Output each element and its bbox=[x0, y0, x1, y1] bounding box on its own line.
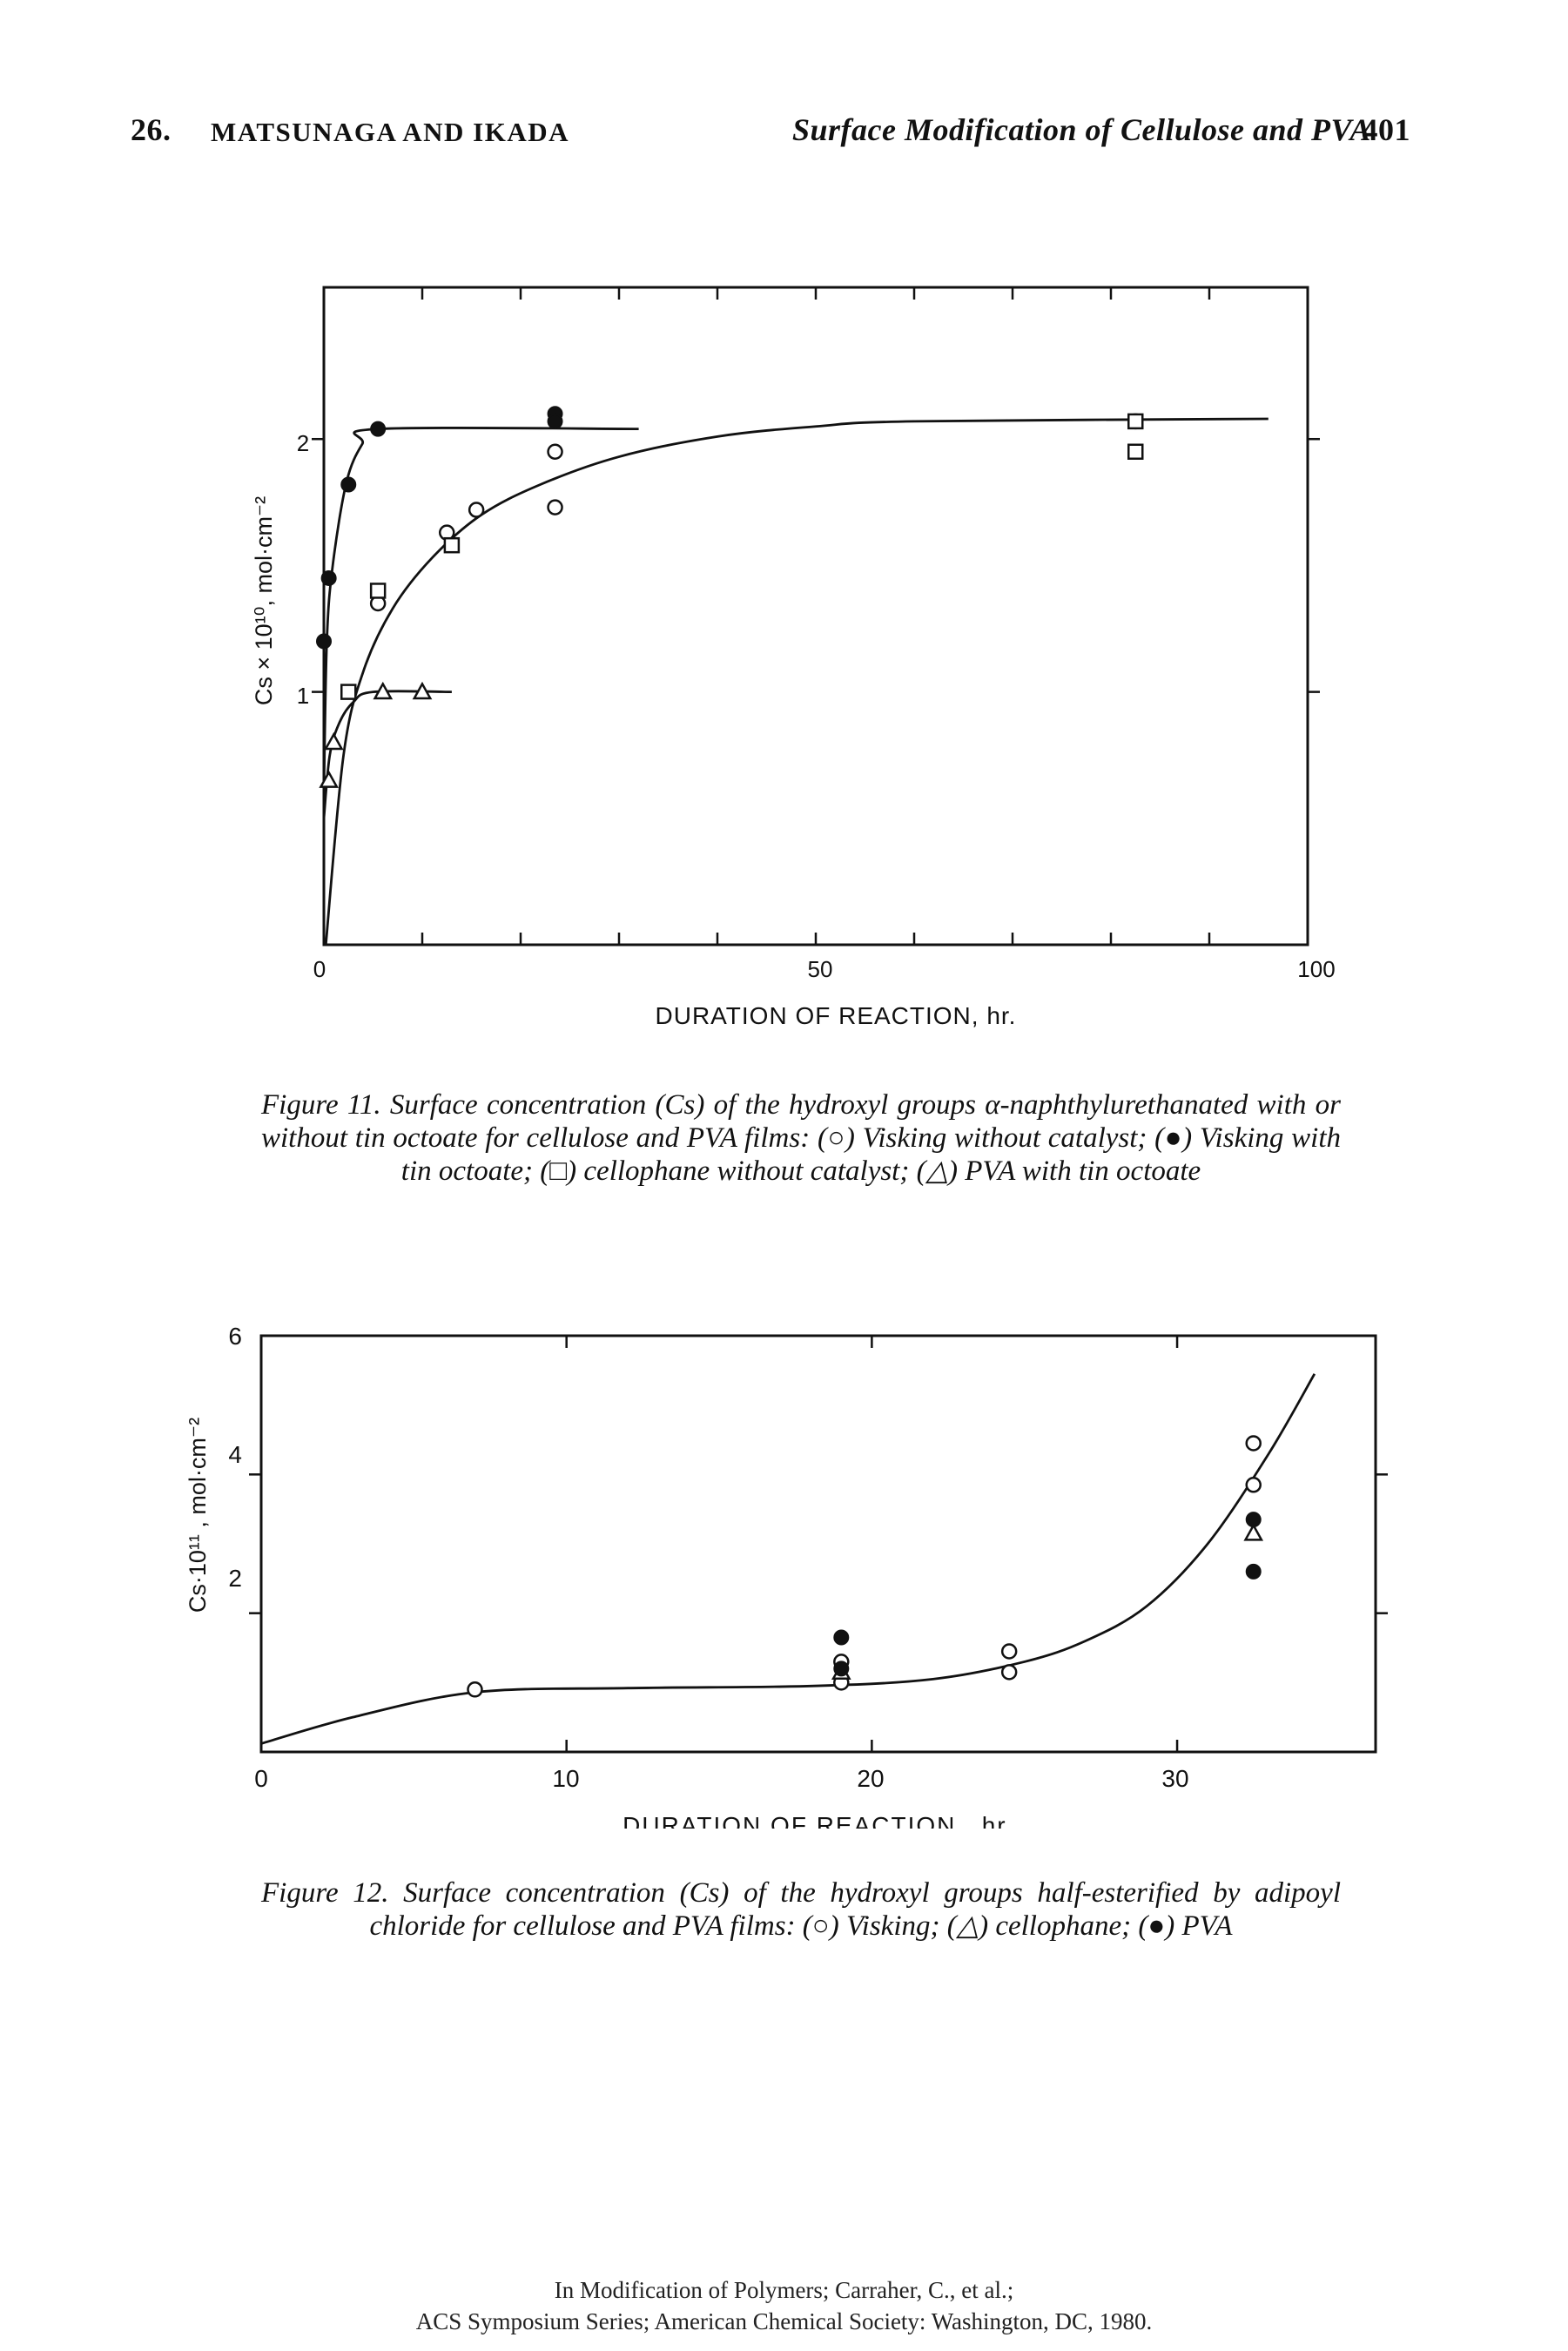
point-series-0-0 bbox=[467, 1681, 483, 1698]
chapter-number: 26. bbox=[131, 112, 172, 147]
plot-frame bbox=[259, 1334, 1377, 1754]
point-series-2-0 bbox=[340, 684, 357, 700]
y-tick-label-4: 4 bbox=[228, 1441, 242, 1468]
point-series-0-6 bbox=[1245, 1477, 1262, 1493]
point-series-0-4 bbox=[547, 499, 563, 515]
point-series-1-0 bbox=[316, 633, 332, 650]
y-tick-label-2: 2 bbox=[297, 430, 309, 456]
fitted-curves bbox=[260, 1373, 1316, 1745]
point-series-0-2 bbox=[468, 502, 485, 518]
point-series-1-1 bbox=[1243, 1523, 1264, 1541]
figure-12-chart: 0 10 20 30 2 4 6 DURATION OF REACTION , … bbox=[185, 1323, 1388, 1829]
x-tick-label-30: 30 bbox=[1161, 1765, 1188, 1792]
y-tick-label-6: 6 bbox=[228, 1323, 242, 1350]
x-axis-label: DURATION OF REACTION , hr. bbox=[622, 1812, 1014, 1829]
point-series-1-1 bbox=[320, 569, 337, 586]
x-tick-label-100: 100 bbox=[1297, 956, 1335, 982]
point-series-2-3 bbox=[1127, 413, 1144, 430]
figure-11-caption: Figure 11. Surface concentration (Cs) of… bbox=[261, 1089, 1341, 1187]
x-tick-label-0: 0 bbox=[313, 956, 326, 982]
point-series-3-2 bbox=[373, 681, 394, 700]
x-tick-label-50: 50 bbox=[808, 956, 833, 982]
citation-line-1: In Modification of Polymers; Carraher, C… bbox=[554, 2277, 1014, 2303]
point-series-1-3 bbox=[370, 421, 387, 437]
citation-line-2: ACS Symposium Series; American Chemical … bbox=[415, 2308, 1153, 2334]
point-series-2-1 bbox=[369, 583, 387, 599]
fitted-curves bbox=[322, 417, 1269, 946]
y-tick-label-2: 2 bbox=[228, 1565, 242, 1592]
point-series-2-2 bbox=[1245, 1512, 1262, 1528]
point-series-2-3 bbox=[1245, 1563, 1262, 1580]
page-number: 401 bbox=[1362, 112, 1410, 147]
citation-footer: In Modification of Polymers; Carraher, C… bbox=[0, 2274, 1568, 2337]
running-head: 26. MATSUNAGA AND IKADA Surface Modifica… bbox=[131, 111, 1410, 164]
point-series-3-1 bbox=[323, 731, 344, 751]
y-axis-label: Cs × 10¹⁰, mol·cm⁻² bbox=[251, 496, 277, 705]
tick-marks bbox=[312, 287, 1320, 945]
point-series-0-4 bbox=[1000, 1664, 1018, 1681]
y-axis-label: Cs·10¹¹ , mol·cm⁻² bbox=[185, 1418, 211, 1613]
curve-series-1 bbox=[322, 426, 639, 793]
chapter-title: Surface Modification of Cellulose and PV… bbox=[792, 112, 1371, 147]
curve-series-0 bbox=[324, 417, 1269, 946]
x-tick-label-10: 10 bbox=[552, 1765, 579, 1792]
x-tick-label-0: 0 bbox=[254, 1765, 268, 1792]
data-points bbox=[467, 1435, 1264, 1698]
figure-11-chart: 0 50 100 1 2 DURATION OF REACTION, hr. C… bbox=[251, 286, 1336, 1029]
point-series-0-3 bbox=[547, 443, 563, 460]
point-series-3-3 bbox=[412, 681, 433, 700]
point-series-3-0 bbox=[319, 770, 339, 788]
point-series-1-5 bbox=[547, 413, 563, 429]
plot-frame bbox=[322, 286, 1309, 946]
y-tick-label-1: 1 bbox=[297, 683, 309, 709]
figure-12-caption: Figure 12. Surface concentration (Cs) of… bbox=[261, 1877, 1341, 1942]
x-axis-label: DURATION OF REACTION, hr. bbox=[656, 1002, 1017, 1029]
point-series-2-0 bbox=[833, 1629, 850, 1646]
point-series-0-3 bbox=[1000, 1643, 1018, 1660]
point-series-2-2 bbox=[443, 536, 461, 554]
point-series-0-5 bbox=[1245, 1435, 1262, 1452]
curve-series-0 bbox=[260, 1373, 1316, 1745]
data-points bbox=[316, 406, 1144, 788]
point-series-2-4 bbox=[1127, 443, 1144, 460]
point-series-2-1 bbox=[833, 1661, 850, 1677]
tick-marks bbox=[249, 1336, 1388, 1752]
point-series-1-2 bbox=[340, 476, 357, 493]
x-tick-label-20: 20 bbox=[857, 1765, 884, 1792]
chapter-authors: MATSUNAGA AND IKADA bbox=[211, 117, 570, 147]
